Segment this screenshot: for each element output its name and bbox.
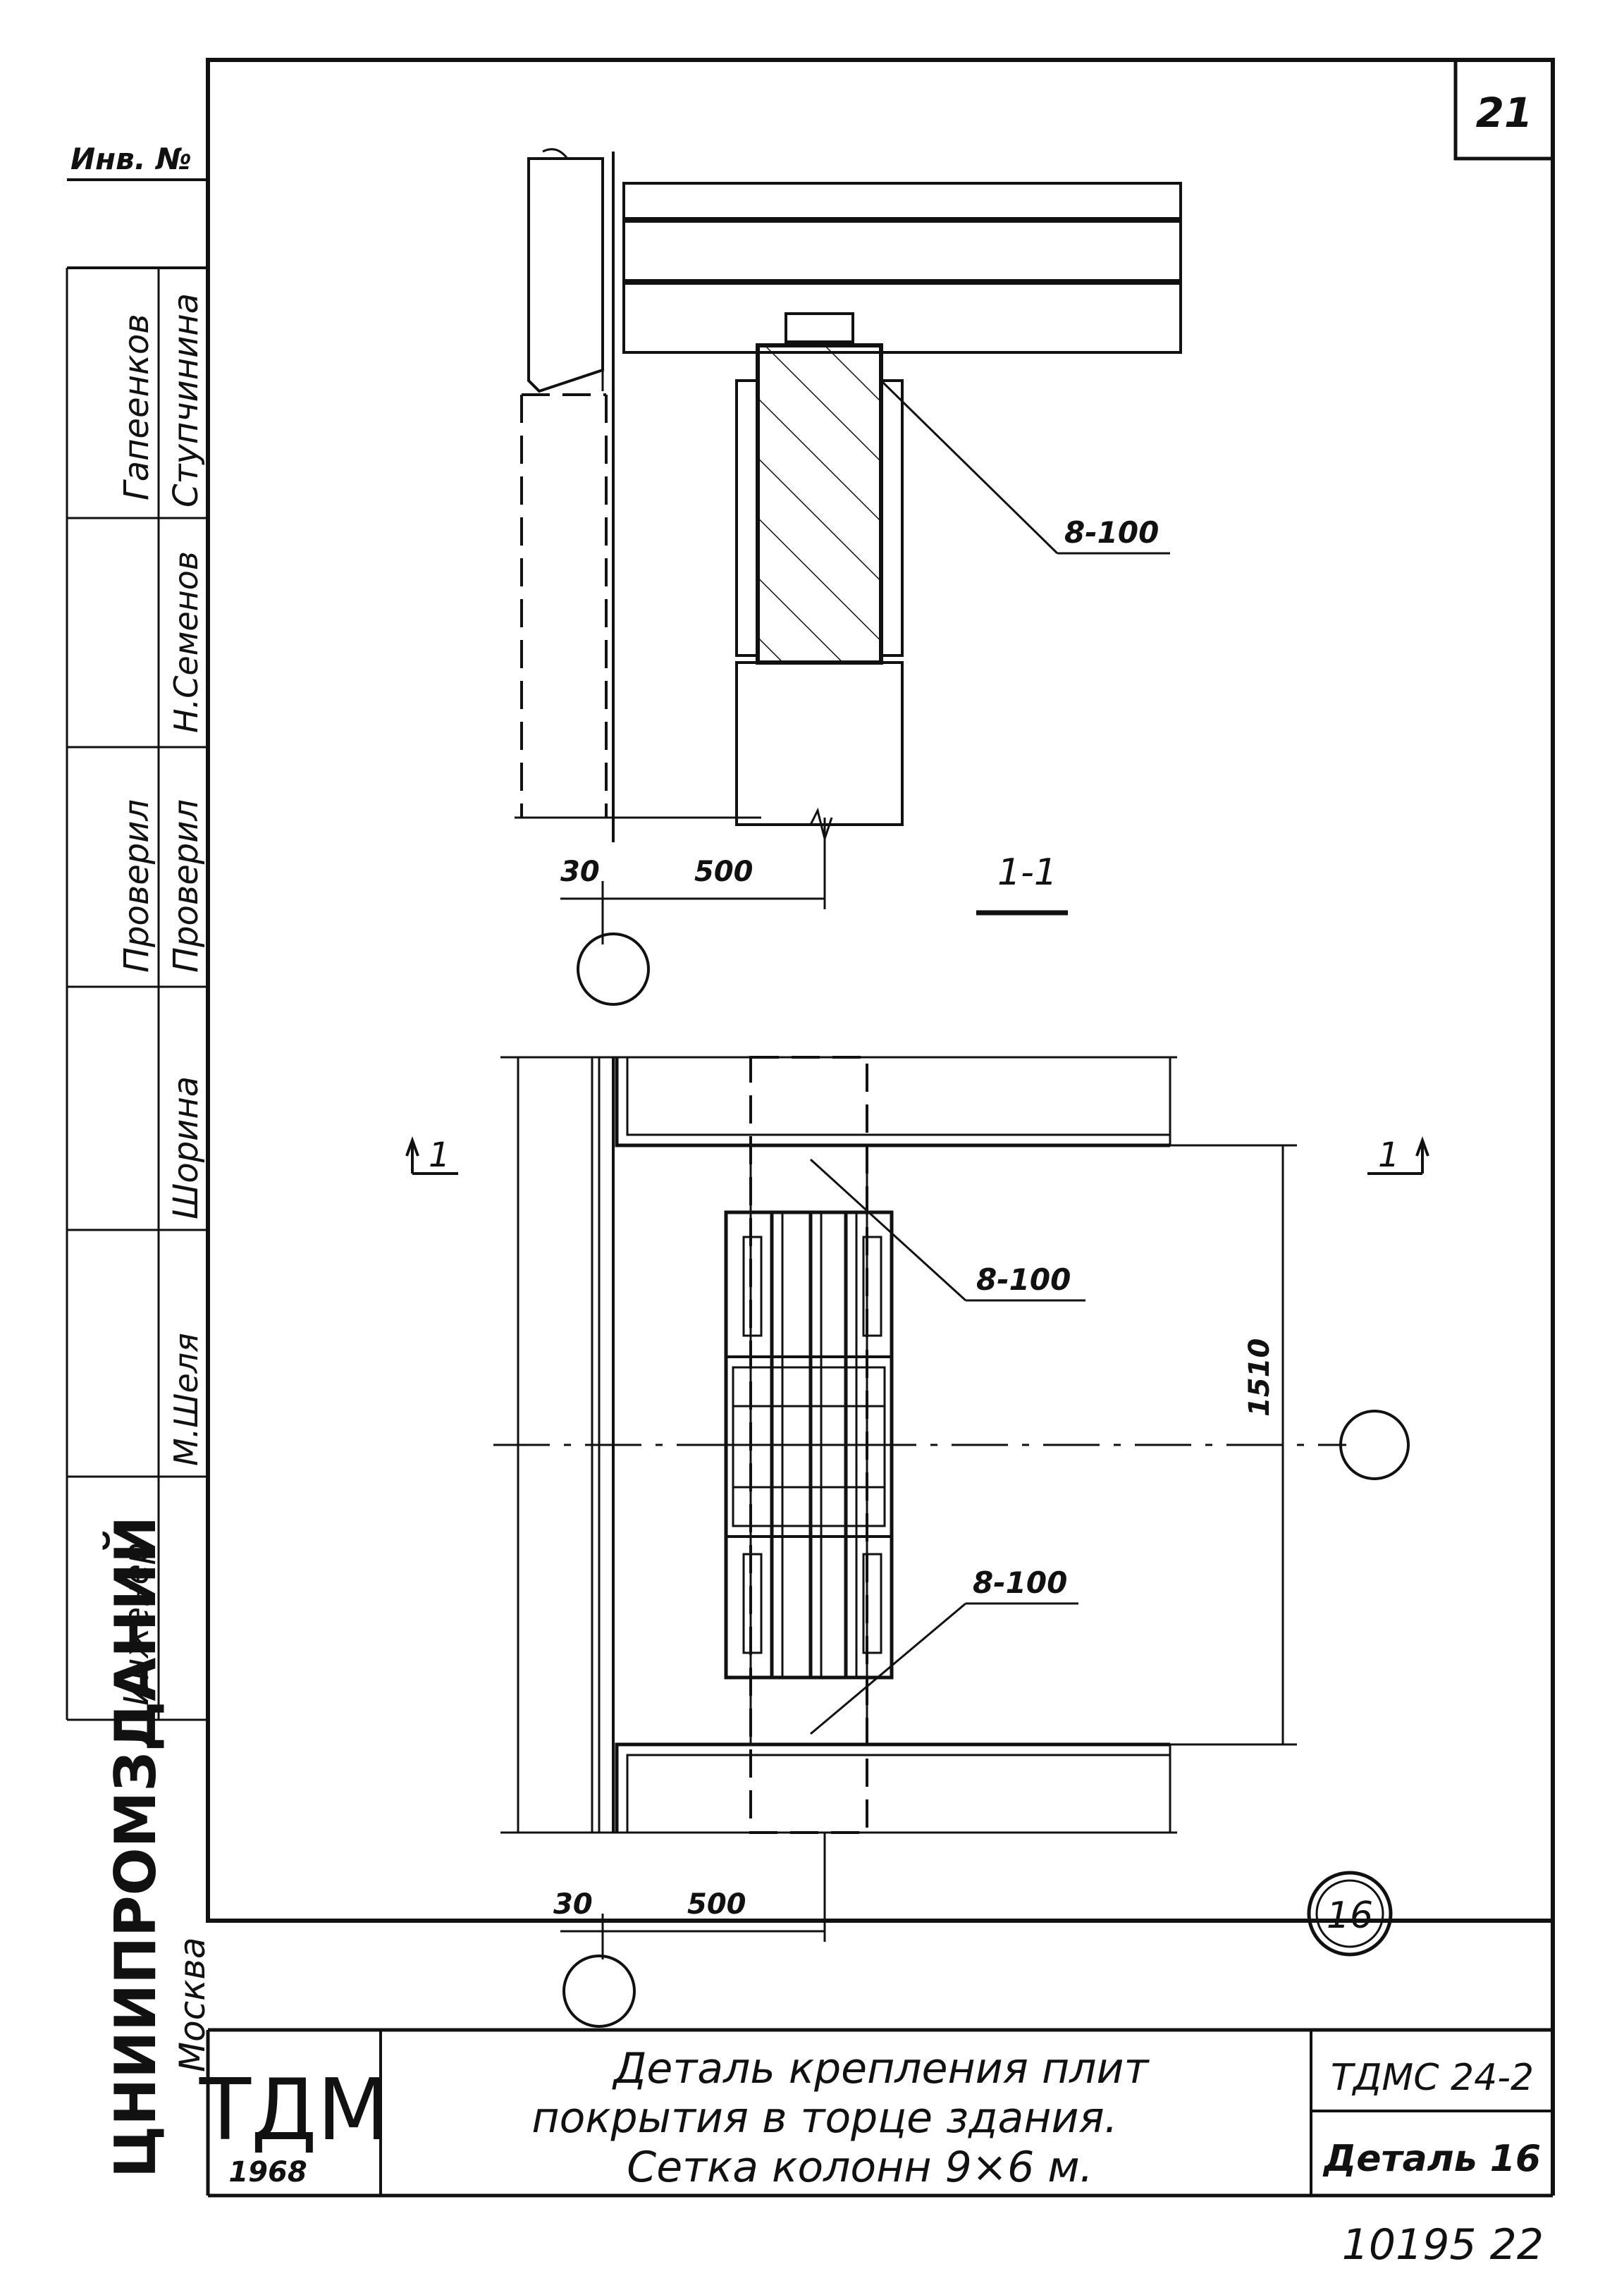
doc-code: ТДМС 24-2 [1331, 2057, 1534, 2099]
plan-view: 1510 8-100 8-100 1 1 30 500 16 [405, 1056, 1429, 2028]
section-rebar-label: 8-100 [1064, 515, 1159, 550]
title-line-1: Деталь крепления плит [612, 2044, 1150, 2093]
section-label: 1-1 [997, 851, 1057, 894]
detail-label: Деталь 16 [1322, 2138, 1541, 2180]
logo-text: ТДМ [199, 2062, 390, 2160]
title-block: ТДМ 1968 Деталь крепления плит покрытия … [199, 1921, 1555, 2198]
title-line-3: Сетка колонн 9×6 м. [627, 2143, 1093, 2192]
sidebar-name-1: Гапеенков [117, 314, 156, 500]
plan-dim-offset: 30 [553, 1888, 593, 1921]
plan-dim-width: 500 [687, 1888, 746, 1921]
org-name: ЦНИИПРОМЗДАНИЙ [102, 1516, 168, 2178]
sidebar-signature-2: М.Шеля [167, 1333, 205, 1466]
org-city: Москва [172, 1937, 213, 2072]
sidebar-signature-1: Н.Семенов [167, 551, 205, 733]
section-mark-right: 1 [1378, 1135, 1400, 1175]
sidebar-name-shorina: Шорина [166, 1076, 206, 1219]
section-mark-left: 1 [429, 1135, 450, 1175]
sidebar-engineer: Инженер [117, 1543, 156, 1706]
section-dim-width: 500 [694, 856, 753, 888]
plan-rebar-label-bottom: 8-100 [973, 1565, 1067, 1600]
year-text: 1968 [228, 2156, 307, 2189]
sheet-frame [206, 58, 1555, 1923]
section-dim-offset: 30 [560, 856, 600, 888]
section-view: 8-100 30 500 1-1 [515, 148, 1182, 1006]
plan-rebar-label-top: 8-100 [976, 1262, 1071, 1297]
detail-number: 16 [1327, 1895, 1373, 1937]
page-number-box: 21 [1453, 58, 1555, 161]
page-number: 21 [1476, 89, 1533, 137]
sidebar-name-2: Ступчинина [166, 293, 206, 507]
sidebar-checked-1: Проверил [117, 799, 156, 973]
inventory-label: Инв. № [70, 142, 192, 176]
sidebar-checked-2: Проверил [166, 799, 206, 973]
title-line-2: покрытия в торце здания. [531, 2093, 1117, 2143]
bottom-number: 10195 22 [1342, 2220, 1544, 2270]
plan-dim-height: 1510 [1243, 1338, 1276, 1417]
sidebar: Инв. № Гапеенков Ступчинина Н.Семенов Пр… [66, 142, 213, 2178]
